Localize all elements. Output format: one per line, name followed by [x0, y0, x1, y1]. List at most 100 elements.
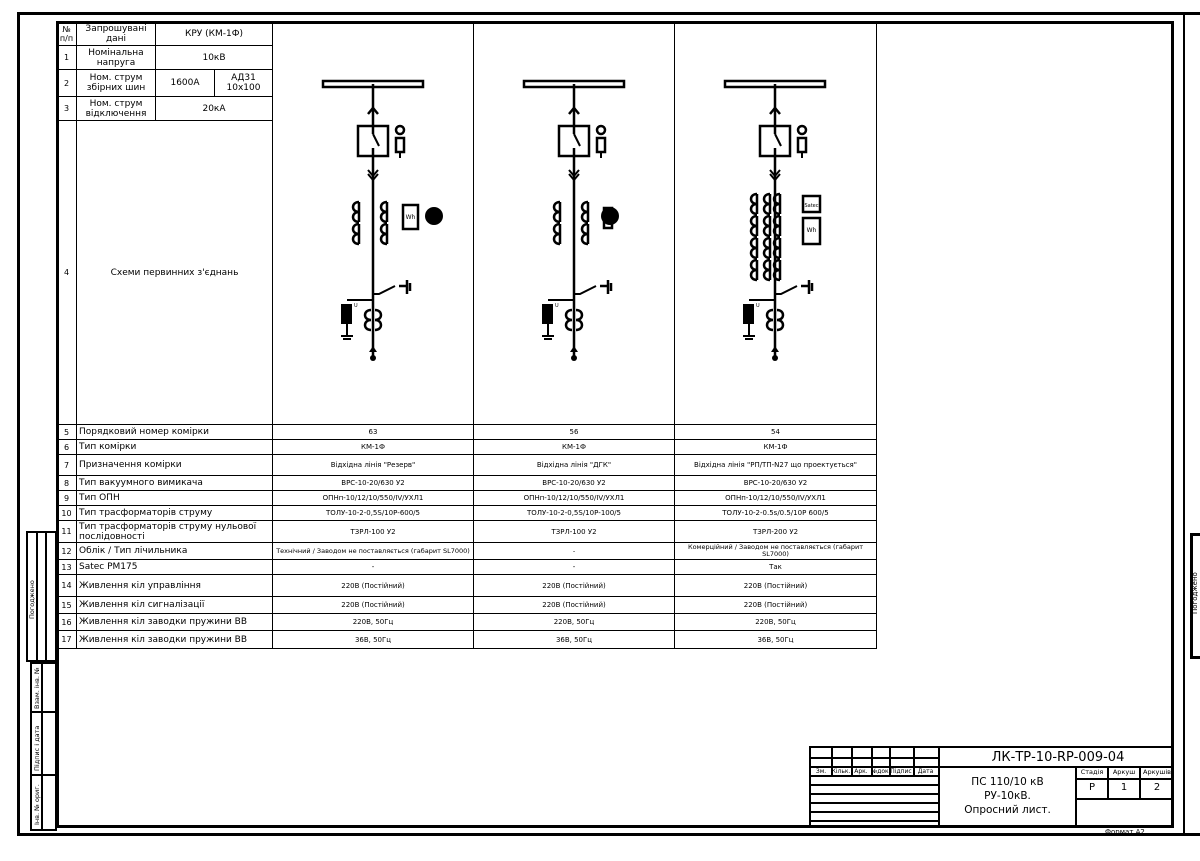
row-value-col-3: ТОЛУ-10-2-0.5s/0.5/10Р 600/5 — [674, 505, 877, 521]
current-transformer-icon — [749, 192, 759, 216]
schematic-diagram-2: U — [522, 79, 626, 361]
row-param: Тип комірки — [76, 439, 273, 455]
zero-sequence-ct-icon — [564, 308, 573, 332]
current-transformer-icon — [762, 236, 772, 260]
current-transformer-icon — [580, 200, 590, 224]
arrester-label: U — [555, 303, 559, 309]
schematic-cell-2: U — [473, 21, 675, 425]
signal-lamp-icon — [425, 207, 443, 225]
row-value-col-2: 220В (Постійний) — [473, 596, 675, 614]
sheets-value: 2 — [1153, 782, 1161, 793]
requested-data-header: Запрошувані дані — [76, 20, 156, 47]
ground-icon — [542, 335, 554, 340]
row-number: 12 — [56, 542, 77, 560]
row-param: Ном. струм збірних шин — [76, 69, 156, 98]
row-number: 11 — [56, 520, 77, 543]
row-param: Живлення кіл сигналізації — [76, 596, 273, 614]
approval-box — [26, 531, 57, 662]
row-value-col-1: ОПНп-10/12/10/550/IV/УХЛ1 — [272, 490, 474, 506]
disconnect-top-icon — [367, 106, 379, 115]
stage-label: Стадія — [1080, 768, 1104, 776]
row-value-col-2: 220В (Постійний) — [473, 574, 675, 597]
energy-meter-icon — [401, 203, 420, 231]
cable-arrow-icon — [369, 346, 377, 352]
current-transformer-icon — [762, 192, 772, 216]
row-value-col-1: Відхідна лінія "Резерв" — [272, 454, 474, 476]
meter-label: Wh — [406, 214, 416, 221]
row-param: Satec PM175 — [76, 559, 273, 575]
row-param: Тип трасформаторів струму нульової послі… — [76, 520, 273, 543]
num-header: № п/п — [56, 20, 77, 47]
row-value-col-3: 220В, 50Гц — [674, 613, 877, 631]
table-row: 1 Номінальна напруга 10кВ — [56, 45, 877, 71]
row-value: 1600A — [155, 69, 215, 98]
row-value-col-3: 54 — [674, 424, 877, 440]
row-value-col-3: 220В (Постійний) — [674, 596, 877, 614]
row-param: Тип ОПН — [76, 490, 273, 506]
row-value-col-3: ТЗРЛ-200 У2 — [674, 520, 877, 543]
arrester-label: U — [756, 303, 760, 309]
object-line-3: Опросний лист. — [964, 804, 1051, 816]
row-value-col-3: 220В (Постійний) — [674, 574, 877, 597]
current-transformer-icon — [351, 200, 361, 224]
approval-label: Погоджено — [28, 580, 36, 619]
row-number: 5 — [56, 424, 77, 440]
current-transformer-icon — [552, 200, 562, 224]
row-value-col-1: КМ-1Ф — [272, 439, 474, 455]
row-param: Облік / Тип лічильника — [76, 542, 273, 560]
revision-column-5: Підпис — [890, 768, 912, 775]
meter-label: Satec — [804, 203, 818, 209]
row-value-col-3: Відхідна лінія "РП/ТП-N27 що проектуєтьс… — [674, 454, 877, 476]
surge-arrester-icon — [542, 304, 553, 324]
table-row: 3 Ном. струм відключення 20кА — [56, 96, 877, 122]
row-value-col-1: ВРС-10-20/630 У2 — [272, 475, 474, 491]
row-value-col-2: КМ-1Ф — [473, 439, 675, 455]
replaced-inv-label: Взам. інв. № — [33, 667, 41, 709]
zero-sequence-ct-icon — [765, 308, 774, 332]
row-value: АД31 10х100 — [214, 69, 273, 98]
row-value-col-1: 63 — [272, 424, 474, 440]
approval-subcolumn — [36, 531, 47, 662]
signal-lamp-icon — [601, 207, 619, 225]
schematic-diagram-1: WhU — [321, 79, 443, 361]
current-transformer-icon — [749, 258, 759, 282]
current-transformer-icon — [762, 214, 772, 238]
row-number: 3 — [56, 96, 77, 122]
signature-box — [30, 711, 57, 776]
table-row: 4 Схеми первинних з'єднань — [56, 120, 877, 425]
current-transformer-icon — [379, 200, 389, 224]
ground-icon — [801, 280, 814, 294]
satec-meter-icon — [801, 194, 822, 214]
kru-header: КРУ (КМ-1Ф) — [155, 20, 273, 47]
revision-column-6: Дата — [917, 768, 934, 775]
row-number: 9 — [56, 490, 77, 506]
row-value-col-1: ТОЛУ-10-2-0,5S/10Р-600/5 — [272, 505, 474, 521]
row-number: 14 — [56, 574, 77, 597]
row-number: 16 — [56, 613, 77, 631]
indicator-icon — [796, 124, 808, 136]
row-number: 17 — [56, 630, 77, 649]
row-value-col-3: ВРС-10-20/630 У2 — [674, 475, 877, 491]
ground-icon — [341, 335, 353, 340]
row-number: 8 — [56, 475, 77, 491]
surge-arrester-icon — [743, 304, 754, 324]
row-value-col-2: 36В, 50Гц — [473, 630, 675, 649]
indicator-icon — [394, 124, 406, 136]
row-param: Живлення кіл заводки пружини ВВ — [76, 630, 273, 649]
row-param: Номінальна напруга — [76, 45, 156, 71]
row-param: Живлення кіл управління — [76, 574, 273, 597]
table-row: 2 Ном. струм збірних шин 1600A АД31 10х1… — [56, 69, 877, 98]
disconnect-bottom-icon — [568, 169, 580, 182]
zero-sequence-ct-icon — [363, 308, 372, 332]
stage-value: Р — [1088, 782, 1096, 793]
row-value-col-2: ТОЛУ-10-2-0,5S/10Р-100/5 — [473, 505, 675, 521]
row-value-col-1: 36В, 50Гц — [272, 630, 474, 649]
